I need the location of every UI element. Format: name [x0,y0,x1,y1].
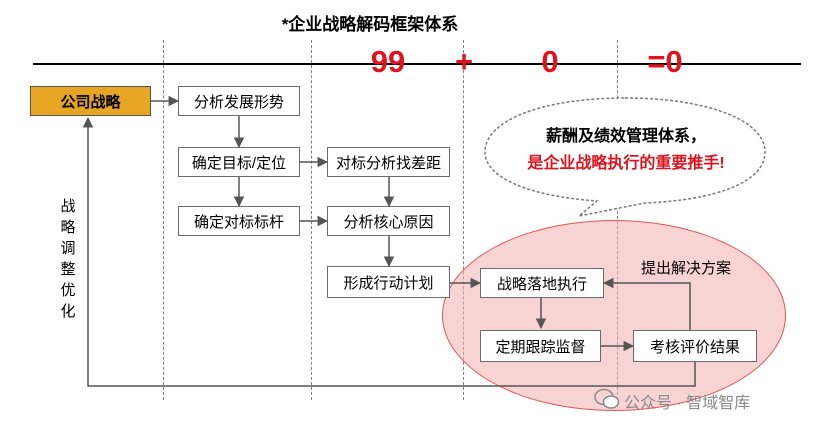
regular-monitoring-box: 定期跟踪监督 [480,330,601,362]
company-strategy-box: 公司战略 [30,86,151,116]
equation-value-0: 0 [541,44,559,79]
execution-highlight-ellipse [442,220,786,411]
top-rule [33,63,801,65]
set-goal-box: 确定目标/定位 [178,147,300,177]
equation-result: =0 [647,44,683,79]
solution-label: 提出解决方案 [641,260,732,277]
equation-value-99: 99 [370,44,406,79]
benchmark-gap-box: 对标分析找差距 [327,147,450,177]
column-divider [311,40,312,400]
evaluation-result-box: 考核评价结果 [633,330,757,362]
equation-plus: + [454,44,474,79]
feedback-vertical-label: 战略调整优化 [60,198,76,320]
root-cause-box: 分析核心原因 [327,206,450,236]
analyze-situation-box: 分析发展形势 [178,86,300,116]
column-divider [163,40,164,400]
wechat-icon [594,388,620,409]
diagram-title: *企业战略解码框架体系 [281,15,459,34]
strategy-execution-box: 战略落地执行 [480,268,604,298]
speech-bubble [484,97,766,217]
set-benchmark-box: 确定对标标杆 [178,206,300,236]
watermark-text: 公众号 · 智域智库 [624,395,751,412]
column-divider [463,40,464,400]
bubble-line-2: 是企业战略执行的重要推手! [527,155,725,172]
bubble-line-1: 薪酬及绩效管理体系， [545,128,706,145]
action-plan-box: 形成行动计划 [327,266,450,298]
